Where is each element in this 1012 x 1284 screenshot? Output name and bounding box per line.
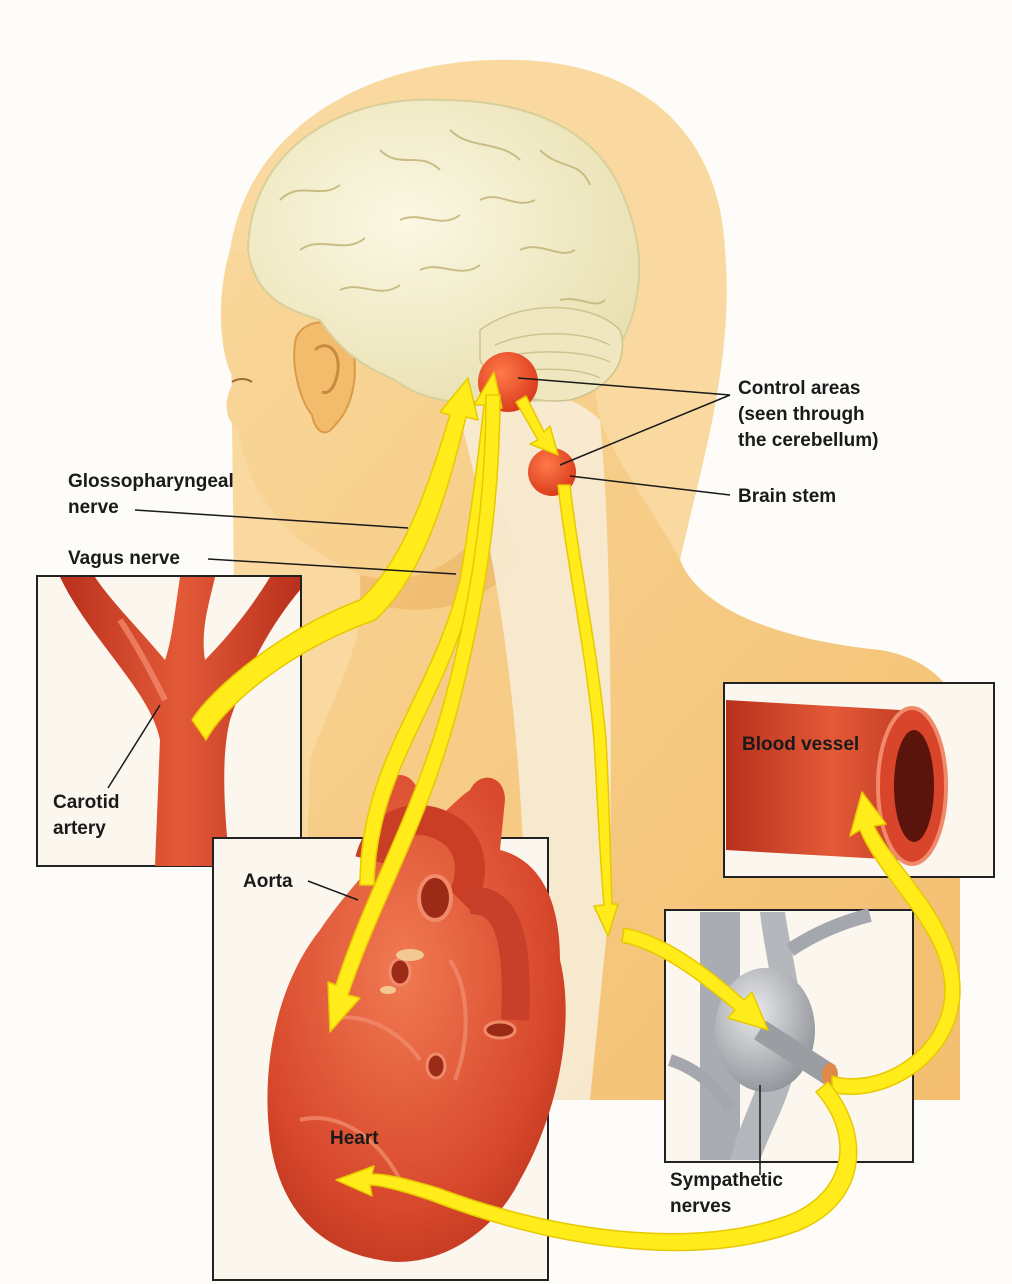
label-heart: Heart — [330, 1128, 379, 1149]
label-control-areas-3: the cerebellum) — [738, 430, 878, 451]
label-vagus-nerve: Vagus nerve — [68, 548, 180, 569]
label-brain-stem: Brain stem — [738, 486, 836, 507]
label-control-areas-2: (seen through — [738, 404, 865, 425]
label-carotid-2: artery — [53, 818, 106, 839]
label-carotid-1: Carotid — [53, 792, 120, 813]
label-glossopharyngeal-1: Glossopharyngeal — [68, 471, 234, 492]
label-sympathetic-2: nerves — [670, 1196, 731, 1217]
label-aorta: Aorta — [243, 871, 293, 892]
sympathetic-inset — [665, 910, 913, 1162]
blood-vessel-inset — [724, 683, 994, 877]
label-control-areas-1: Control areas — [738, 378, 860, 399]
label-sympathetic-1: Sympathetic — [670, 1170, 783, 1191]
label-blood-vessel: Blood vessel — [742, 734, 859, 755]
label-glossopharyngeal-2: nerve — [68, 497, 119, 518]
